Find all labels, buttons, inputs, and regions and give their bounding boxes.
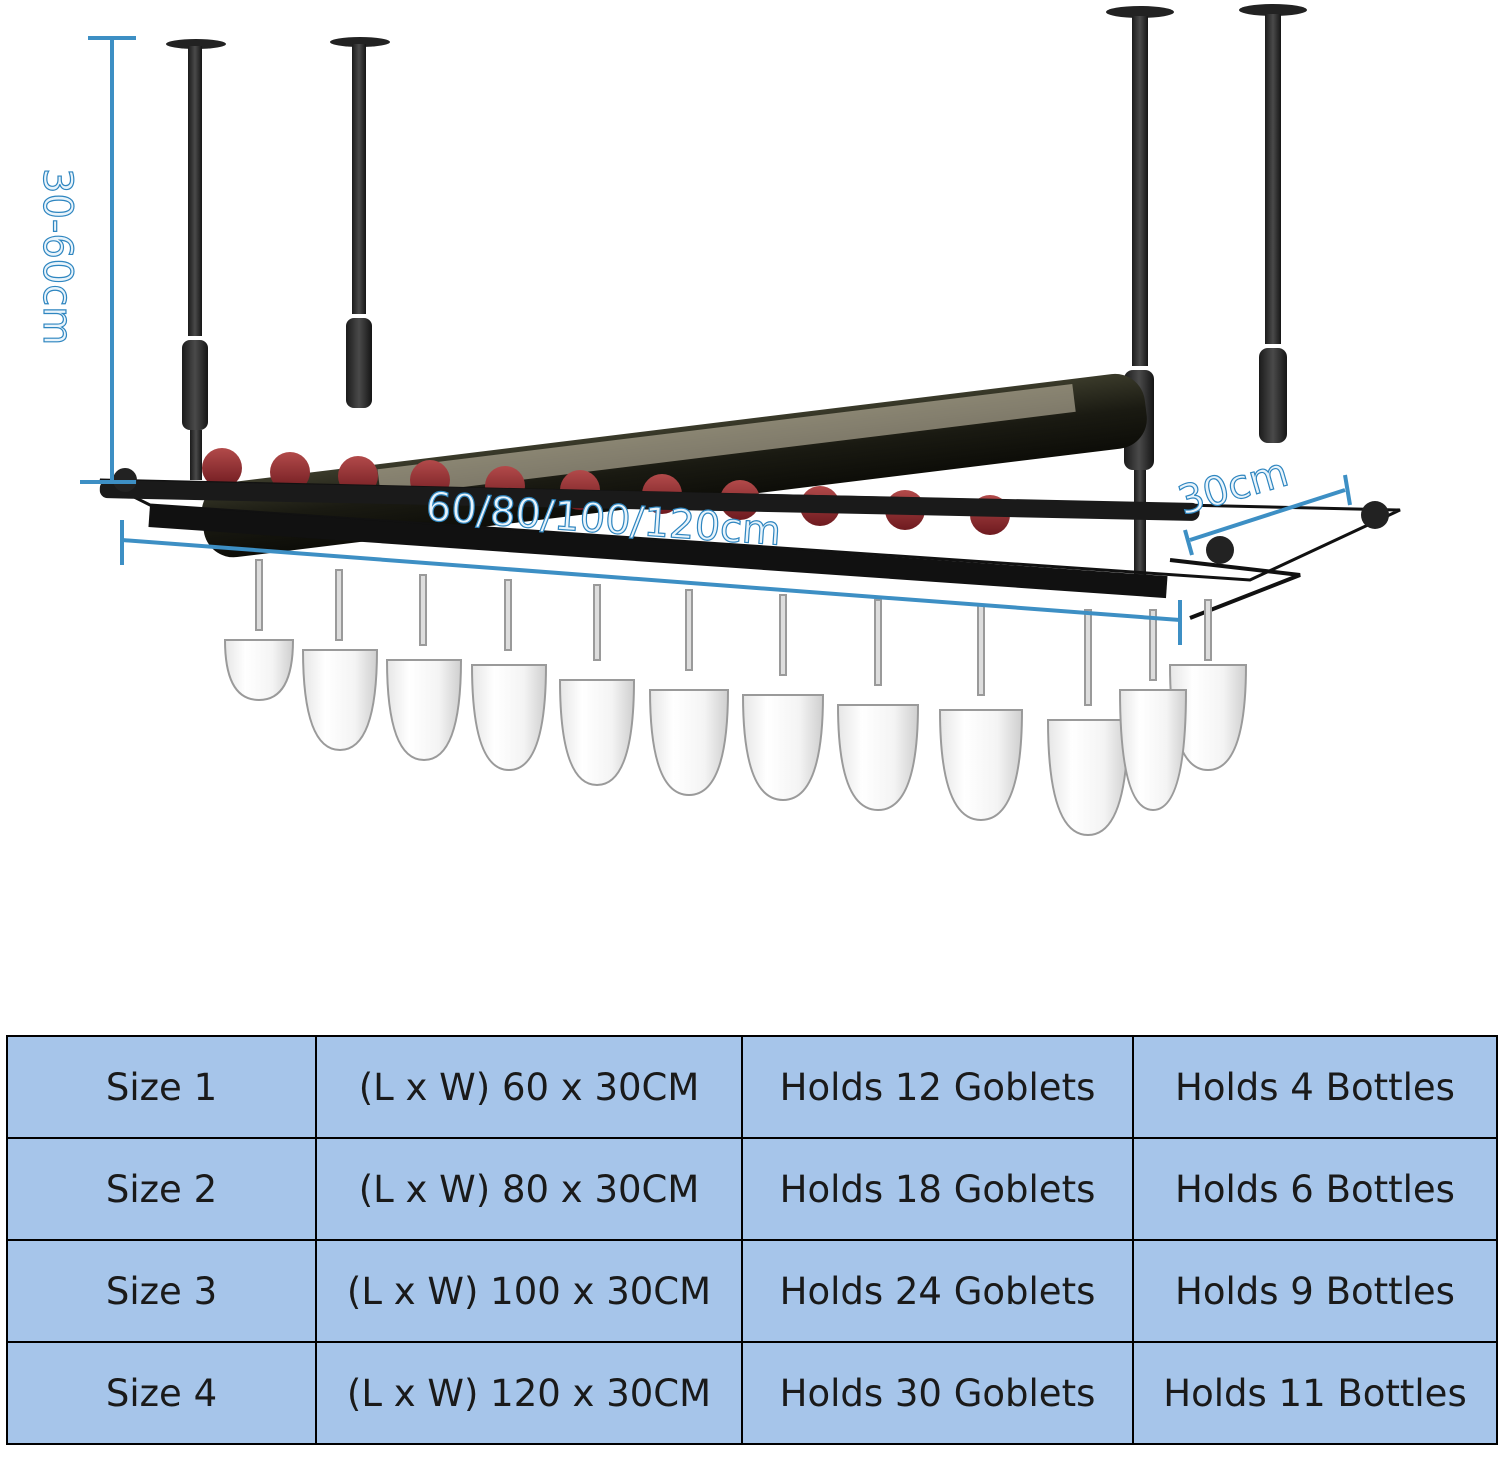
dimensions-cell: (L x W) 80 x 30CM: [315, 1137, 743, 1241]
table-row: Size 4 (L x W) 120 x 30CM Holds 30 Goble…: [6, 1341, 1498, 1445]
height-dimension-label: 30-60cm: [34, 168, 80, 345]
goblets-cell: Holds 18 Goblets: [741, 1137, 1134, 1241]
goblets-cell: Holds 24 Goblets: [741, 1239, 1134, 1343]
size-cell: Size 3: [6, 1239, 317, 1343]
size-cell: Size 4: [6, 1341, 317, 1445]
rod-right-1: [1106, 6, 1174, 580]
goblets-cell: Holds 12 Goblets: [741, 1035, 1134, 1139]
dimension-lines: [80, 36, 1352, 645]
dimensions-cell: (L x W) 60 x 30CM: [315, 1035, 743, 1139]
goblets-cell: Holds 30 Goblets: [741, 1341, 1134, 1445]
bottles-cell: Holds 11 Bottles: [1132, 1341, 1498, 1445]
rod-right-2: [1239, 4, 1307, 443]
bottles-cell: Holds 9 Bottles: [1132, 1239, 1498, 1343]
table-row: Size 3 (L x W) 100 x 30CM Holds 24 Goble…: [6, 1239, 1498, 1343]
table-row: Size 1 (L x W) 60 x 30CM Holds 12 Goblet…: [6, 1035, 1498, 1139]
bottles-cell: Holds 4 Bottles: [1132, 1035, 1498, 1139]
ceiling-rods: [166, 4, 1307, 580]
size-cell: Size 2: [6, 1137, 317, 1241]
length-dimension-line: [121, 538, 1181, 622]
width-dimension-line: [1189, 488, 1346, 542]
dimensions-cell: (L x W) 120 x 30CM: [315, 1341, 743, 1445]
wine-bottles: [201, 373, 1147, 558]
table-row: Size 2 (L x W) 80 x 30CM Holds 18 Goblet…: [6, 1137, 1498, 1241]
rod-left-2: [330, 37, 390, 408]
hanging-goblets: [223, 559, 1248, 837]
size-spec-table: Size 1 (L x W) 60 x 30CM Holds 12 Goblet…: [6, 1035, 1498, 1445]
rod-left-1: [166, 39, 226, 480]
bottles-cell: Holds 6 Bottles: [1132, 1137, 1498, 1241]
rack-frame: [99, 468, 1401, 620]
wine-rack-product-illustration: 30-60cm 60/80/100/120cm 30cm: [33, 4, 1401, 837]
dimensions-cell: (L x W) 100 x 30CM: [315, 1239, 743, 1343]
size-cell: Size 1: [6, 1035, 317, 1139]
